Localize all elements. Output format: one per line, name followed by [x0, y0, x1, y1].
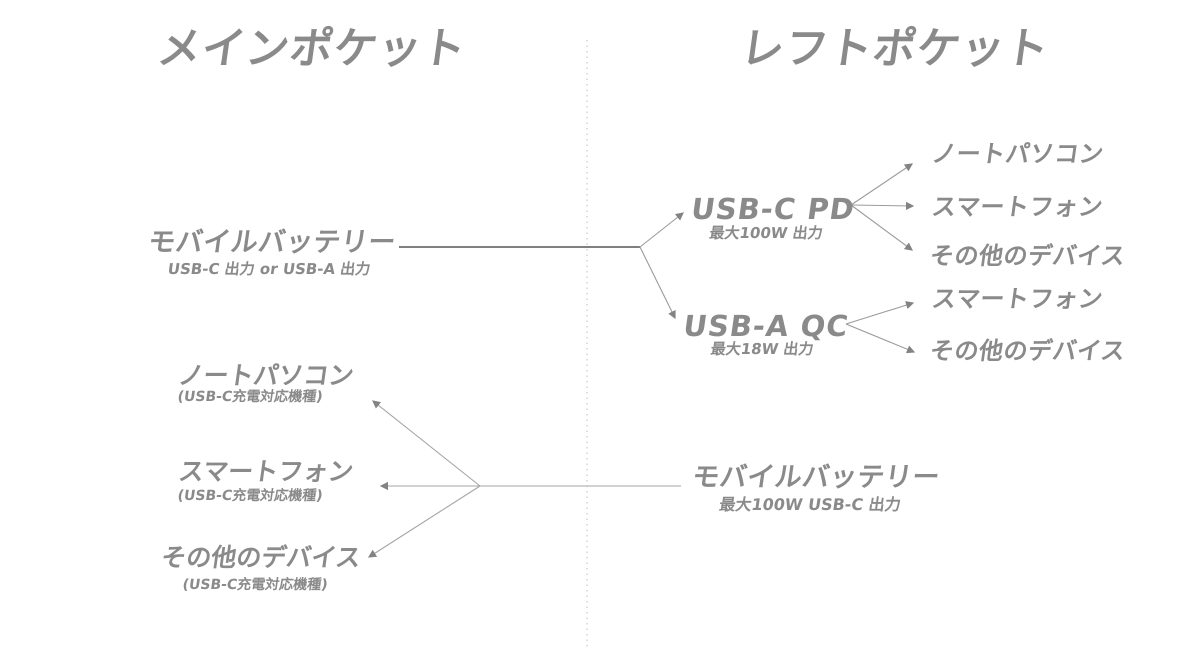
- arrow-battery-to-usba-qc: [639, 246, 676, 320]
- left-pocket-battery-sub: 最大100W USB-C 出力: [718, 495, 903, 514]
- arrow-qc-to-smartphone: [845, 301, 915, 325]
- main-device-other-label: その他のデバイス: [159, 543, 363, 572]
- usba-qc-sub: 最大18W 出力: [709, 340, 815, 358]
- left-pocket-title: レフトポケット: [737, 24, 1053, 74]
- main-device-laptop-label: ノートパソコン: [176, 361, 356, 390]
- usba-qc-label: USB-A QC: [681, 309, 851, 343]
- arrow-battery2-to-other-devices: [367, 485, 481, 558]
- main-pocket-title: メインポケット: [154, 24, 470, 74]
- left-pocket-battery-label: モバイルバッテリー: [690, 462, 943, 493]
- main-device-laptop-sub: (USB-C充電対応機種): [176, 389, 324, 405]
- arrow-qc-to-other-devices: [845, 323, 916, 354]
- pd-target-other-devices: その他のデバイス: [928, 242, 1128, 270]
- arrow-pd-to-smartphone: [850, 201, 915, 211]
- main-battery-sub: USB-C 出力 or USB-A 出力: [166, 260, 372, 278]
- main-device-smartphone-label: スマートフォン: [176, 457, 356, 486]
- qc-target-other-devices: その他のデバイス: [928, 337, 1128, 365]
- arrow-pd-to-other-devices: [850, 204, 913, 251]
- qc-target-smartphone: スマートフォン: [930, 285, 1105, 313]
- pd-target-smartphone: スマートフォン: [930, 193, 1105, 221]
- arrow-pd-to-laptop: [850, 163, 914, 206]
- arrow-battery2-to-laptop: [372, 400, 481, 487]
- usbc-pd-sub: 最大100W 出力: [708, 224, 824, 242]
- main-device-smartphone-sub: (USB-C充電対応機種): [176, 488, 324, 504]
- main-device-other-sub: (USB-C充電対応機種): [181, 577, 329, 593]
- arrow-battery-to-usbc-pd: [639, 212, 684, 248]
- usbc-pd-label: USB-C PD: [689, 192, 858, 226]
- pd-target-laptop: ノートパソコン: [930, 140, 1106, 168]
- main-battery-label: モバイルバッテリー: [146, 227, 399, 258]
